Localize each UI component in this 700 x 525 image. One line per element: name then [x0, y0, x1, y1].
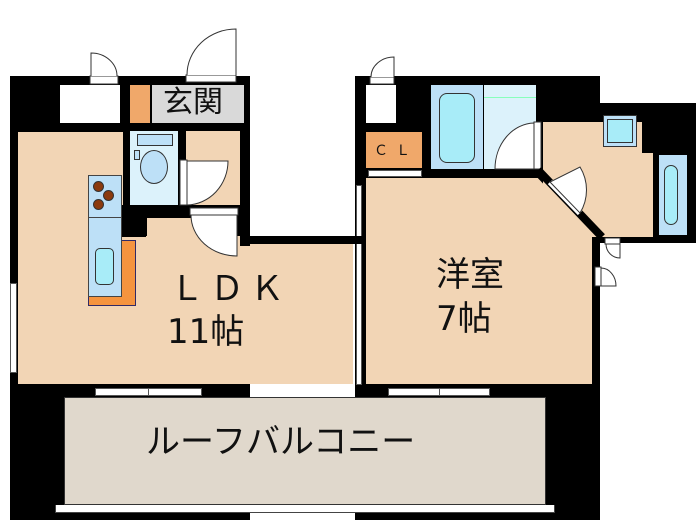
entrance-shoe-closet — [130, 85, 150, 123]
ldk-floor-main — [18, 236, 353, 384]
toilet-door-icon — [179, 159, 229, 206]
washing-machine-icon — [603, 115, 637, 147]
balcony-railing — [55, 505, 555, 513]
stove-burner-icon — [103, 190, 114, 201]
western-room-label: 洋室 — [436, 255, 504, 295]
right-storage-door-icon — [369, 56, 395, 85]
western-room-size: 7帖 — [436, 299, 492, 339]
wall-kitchen-stub — [122, 205, 146, 237]
entrance-door-icon — [185, 28, 237, 83]
toilet-paper — [134, 150, 140, 160]
gap-between-units — [250, 60, 355, 236]
stove-burner-icon — [93, 199, 104, 210]
sink-icon — [95, 248, 114, 285]
storage-door-icon — [89, 52, 119, 85]
small-door-icon — [604, 237, 621, 259]
wall-washroom-notch — [642, 103, 696, 153]
shower-divider — [484, 97, 536, 98]
stove-divider — [88, 217, 122, 218]
closet-door — [368, 170, 422, 177]
toilet-tank — [137, 134, 173, 146]
closet-label: ＣＬ — [374, 143, 418, 159]
right-storage-box — [366, 85, 396, 123]
window-mullion — [148, 388, 149, 396]
balcony-label: ルーフバルコニー — [146, 422, 416, 462]
stove-burner-icon — [93, 181, 104, 192]
diagonal-wall — [535, 166, 605, 240]
closet — [366, 132, 422, 168]
wall-gap-bottom — [243, 236, 363, 244]
hall-door-icon — [189, 207, 239, 257]
roof-balcony — [64, 397, 546, 505]
window-mullion — [439, 388, 440, 396]
entrance-label: 玄関 — [163, 85, 223, 120]
sliding-partition — [356, 185, 362, 385]
wall-right-lower — [592, 237, 600, 520]
entrance-tile — [152, 85, 244, 123]
bath-door-icon — [494, 121, 542, 170]
ldk-label: ＬＤＫ — [170, 269, 290, 309]
meter-door-icon — [594, 266, 617, 287]
storage-box — [60, 85, 120, 123]
ldk-size: 11帖 — [167, 312, 245, 352]
bathtub-icon — [439, 93, 475, 163]
ldk-side-window — [10, 283, 17, 373]
vanity-sink-icon — [664, 165, 678, 225]
wall-ldk-right-upper — [240, 76, 250, 246]
toilet-bowl-icon — [140, 150, 168, 184]
